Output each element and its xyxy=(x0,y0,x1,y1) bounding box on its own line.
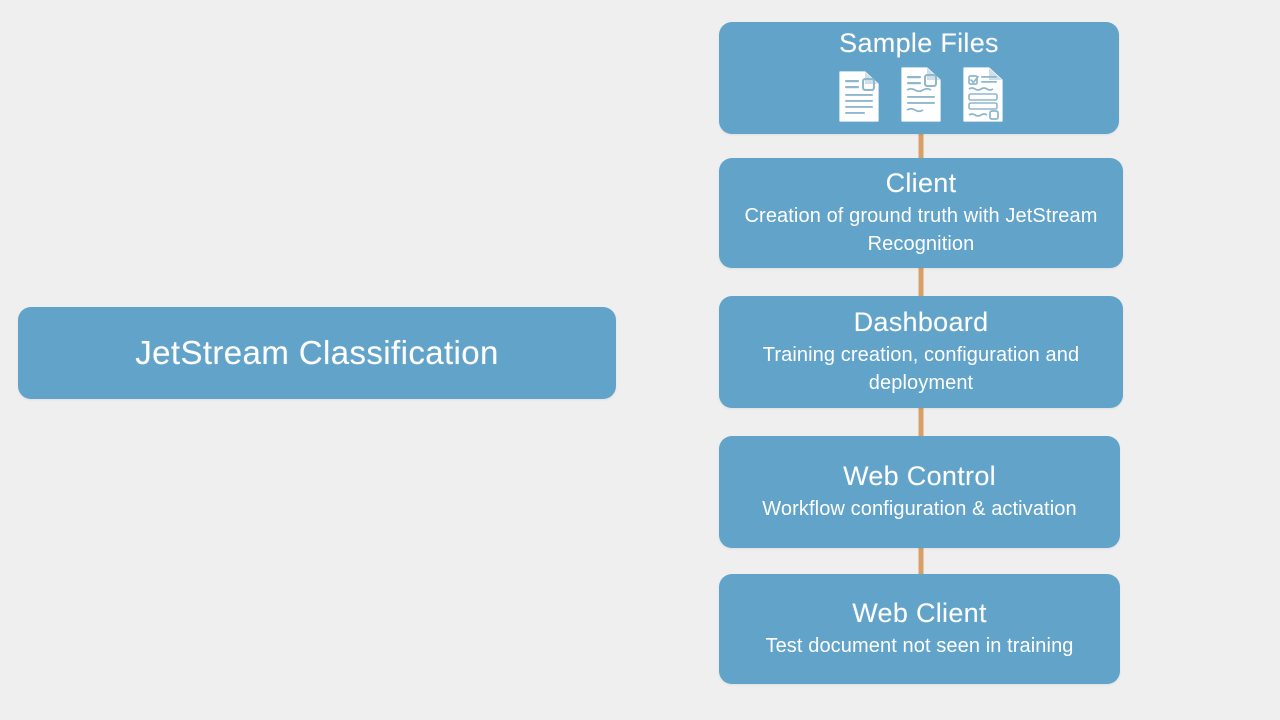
page-title: JetStream Classification xyxy=(135,334,499,371)
flow-node-dashboard-title: Dashboard xyxy=(853,306,989,337)
sample-files-icon-group xyxy=(834,67,1004,128)
flow-node-dashboard-subtitle: Training creation, configuration and dep… xyxy=(762,343,1080,394)
flow-node-dashboard: Dashboard Training creation, configurati… xyxy=(719,296,1123,408)
flow-node-client: Client Creation of ground truth with Jet… xyxy=(719,158,1123,268)
flow-connector-sample-files-to-client xyxy=(918,130,924,164)
flow-node-web-control-subtitle: Workflow configuration & activation xyxy=(762,497,1077,520)
process-flow-diagram: Sample Files xyxy=(719,22,1123,684)
flow-node-sample-files-title: Sample Files xyxy=(839,28,999,59)
flow-node-web-client-title: Web Client xyxy=(852,597,987,628)
flow-node-web-control: Web Control Workflow configuration & act… xyxy=(719,436,1120,548)
document-icon xyxy=(834,71,880,128)
flow-node-client-subtitle: Creation of ground truth with JetStream … xyxy=(744,204,1098,255)
jetstream-classification-title-card: JetStream Classification xyxy=(18,307,616,399)
flow-connector-dashboard-to-web-control xyxy=(918,404,924,442)
flow-connector-client-to-dashboard xyxy=(918,264,924,302)
flow-node-client-title: Client xyxy=(885,167,957,198)
flow-node-web-client: Web Client Test document not seen in tra… xyxy=(719,574,1120,684)
flow-node-web-client-subtitle: Test document not seen in training xyxy=(765,634,1074,657)
flow-connector-web-control-to-web-client xyxy=(918,544,924,580)
flow-node-web-control-title: Web Control xyxy=(843,460,996,491)
form-document-icon xyxy=(958,67,1004,128)
flow-node-sample-files: Sample Files xyxy=(719,22,1119,134)
document-icon xyxy=(896,67,942,128)
